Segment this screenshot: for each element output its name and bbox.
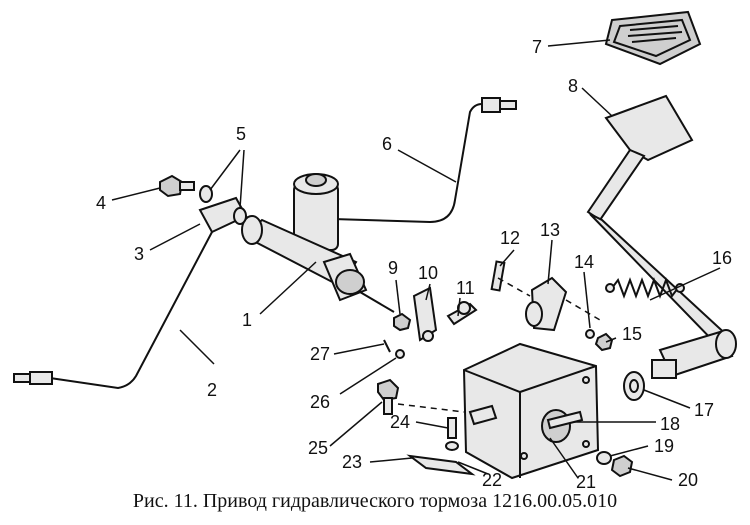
leader-lines bbox=[111, 39, 721, 481]
callout-20: 20 bbox=[678, 470, 698, 490]
callout-26: 26 bbox=[310, 392, 330, 412]
part-2-brake-line bbox=[13, 231, 213, 390]
callout-27: 27 bbox=[310, 344, 330, 364]
pedal-shaft bbox=[651, 329, 737, 379]
callout-24: 24 bbox=[390, 412, 410, 432]
callout-18: 18 bbox=[660, 414, 680, 434]
callout-6: 6 bbox=[382, 134, 392, 154]
callout-13: 13 bbox=[540, 220, 560, 240]
callout-11: 11 bbox=[456, 278, 475, 298]
part-14-15-nut bbox=[585, 329, 614, 352]
callout-labels: 1 2 3 4 5 6 7 8 9 10 11 12 13 14 15 16 1… bbox=[96, 37, 732, 492]
part-11-pin bbox=[446, 301, 478, 326]
part-6-brake-tube bbox=[299, 97, 517, 224]
callout-16: 16 bbox=[712, 248, 732, 268]
callout-8: 8 bbox=[568, 76, 578, 96]
part-10-clevis bbox=[412, 286, 438, 342]
part-17-bushing bbox=[623, 371, 645, 401]
callout-12: 12 bbox=[500, 228, 520, 248]
callout-22: 22 bbox=[482, 470, 502, 490]
part-16-return-spring bbox=[605, 277, 685, 299]
part-19-washer bbox=[596, 451, 612, 465]
figure-caption: Рис. 11. Привод гидравлического тормоза … bbox=[132, 490, 618, 512]
part-12-pin bbox=[490, 260, 506, 292]
part-13-clevis bbox=[525, 276, 568, 332]
callout-23: 23 bbox=[342, 452, 362, 472]
callout-7: 7 bbox=[532, 37, 542, 57]
part-18-pin bbox=[546, 410, 584, 430]
part-25-bolt bbox=[377, 378, 400, 415]
callout-14: 14 bbox=[574, 252, 594, 272]
part-26-washer bbox=[395, 349, 405, 359]
assembly-lines bbox=[397, 277, 601, 413]
part-22-23-24-stopper bbox=[406, 404, 498, 476]
part-1-master-cylinder bbox=[241, 173, 395, 313]
callout-25: 25 bbox=[308, 438, 328, 458]
callout-9: 9 bbox=[388, 258, 398, 278]
callout-5: 5 bbox=[236, 124, 246, 144]
part-8-pedal-lever bbox=[586, 94, 732, 348]
callout-17: 17 bbox=[694, 400, 714, 420]
callout-4: 4 bbox=[96, 193, 106, 213]
callout-21: 21 bbox=[576, 472, 596, 492]
callout-15: 15 bbox=[622, 324, 642, 344]
part-20-nut bbox=[610, 454, 634, 478]
part-7-pedal-pad-cover bbox=[604, 10, 702, 66]
callout-1: 1 bbox=[242, 310, 252, 330]
callout-19: 19 bbox=[654, 436, 674, 456]
part-5-washers bbox=[199, 185, 247, 225]
part-4-bolt bbox=[159, 174, 195, 198]
callout-10: 10 bbox=[418, 263, 438, 283]
part-9-nut bbox=[393, 312, 412, 332]
part-27-cotter bbox=[383, 339, 391, 353]
callout-2: 2 bbox=[207, 380, 217, 400]
callout-3: 3 bbox=[134, 244, 144, 264]
